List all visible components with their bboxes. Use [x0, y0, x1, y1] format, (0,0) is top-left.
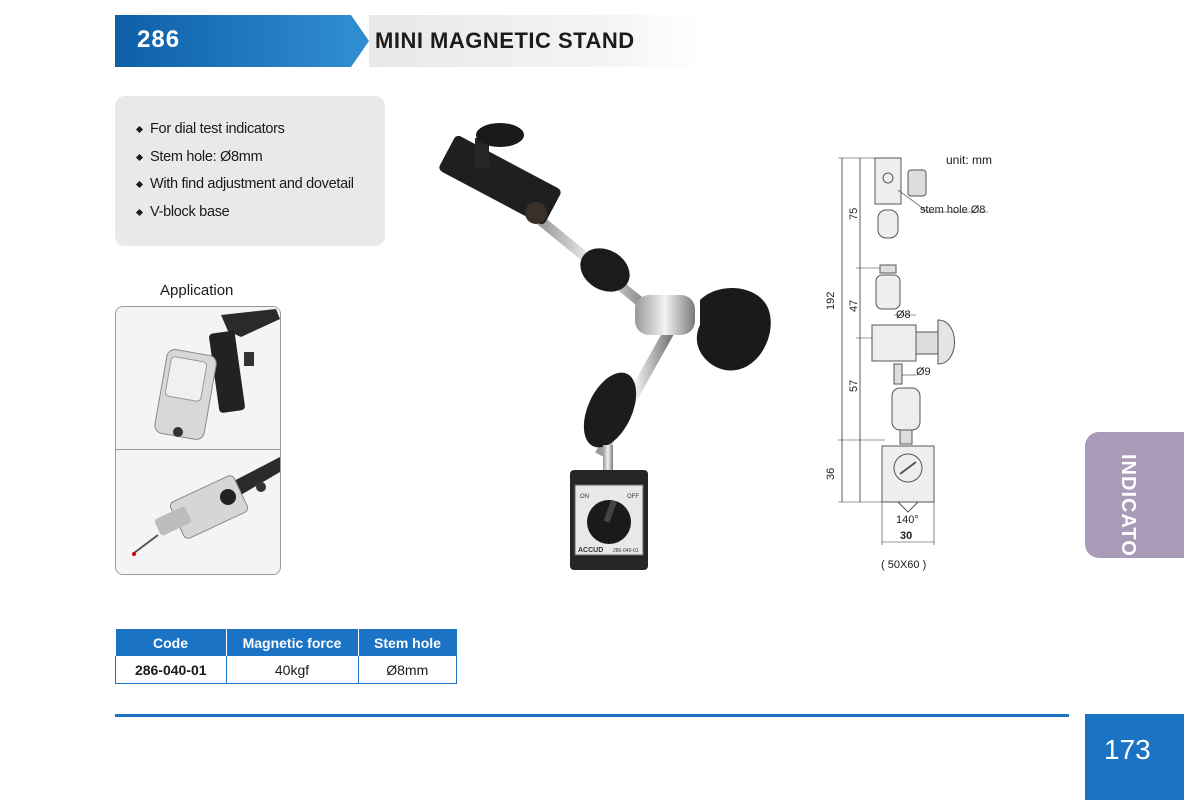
dia-8-label: Ø8	[896, 309, 911, 321]
header-arrow-shape	[351, 15, 369, 67]
column-header-stem-hole: Stem hole	[358, 629, 457, 656]
page-title: MINI MAGNETIC STAND	[375, 28, 635, 53]
column-header-magnetic-force: Magnetic force	[226, 629, 359, 656]
application-images	[115, 306, 281, 575]
spec-table-header-row: Code Magnetic force Stem hole	[115, 629, 457, 656]
features-list: For dial test indicators Stem hole: Ø8mm…	[115, 96, 385, 226]
dia-9-label: Ø9	[916, 366, 931, 378]
cell-code: 286-040-01	[115, 656, 227, 684]
base-brand: ACCUD	[578, 547, 603, 554]
section-number-block: 286	[115, 15, 351, 67]
dim-total: 192	[825, 292, 837, 310]
base-off-label: OFF	[627, 494, 639, 500]
footer-divider	[115, 714, 1069, 717]
column-header-code: Code	[115, 629, 227, 656]
page-number: 173	[1104, 734, 1151, 765]
application-divider	[116, 449, 280, 450]
feature-item: For dial test indicators	[135, 116, 385, 144]
cell-magnetic-force: 40kgf	[225, 656, 359, 684]
features-box: For dial test indicators Stem hole: Ø8mm…	[115, 96, 385, 246]
product-image: ON OFF ACCUD 286-040-01	[420, 110, 790, 580]
feature-item: Stem hole: Ø8mm	[135, 144, 385, 172]
section-tab-indicator[interactable]: INDICATOR	[1085, 432, 1184, 572]
cell-stem-hole: Ø8mm	[357, 656, 457, 684]
angle-label: 140°	[896, 514, 919, 526]
application-label: Application	[160, 282, 234, 299]
feature-item: With find adjustment and dovetail	[135, 171, 385, 199]
dim-57: 57	[848, 380, 860, 392]
section-header: 286 MINI MAGNETIC STAND	[115, 15, 705, 67]
page-number-box: 173	[1085, 714, 1184, 800]
base-on-label: ON	[580, 494, 589, 500]
dim-47: 47	[848, 300, 860, 312]
spec-table: Code Magnetic force Stem hole 286-040-01…	[115, 629, 457, 684]
dim-75: 75	[848, 208, 860, 220]
application-photo	[116, 307, 280, 574]
table-row: 286-040-01 40kgf Ø8mm	[115, 656, 457, 684]
dim-36: 36	[825, 468, 837, 480]
section-number: 286	[137, 26, 181, 53]
base-size-label: ( 50X60 )	[881, 559, 927, 571]
stem-hole-label: stem hole Ø8	[920, 204, 985, 216]
base-model: 286-040-01	[613, 548, 639, 554]
feature-item: V-block base	[135, 199, 385, 227]
width-label: 30	[900, 530, 912, 542]
section-tab-label: INDICATOR	[1117, 454, 1139, 573]
header-title-background	[369, 15, 705, 67]
unit-label: unit: mm	[946, 153, 993, 167]
technical-drawing: 192 75 47 57 36 stem hole Ø8 Ø8 Ø9 140°	[820, 150, 1020, 580]
